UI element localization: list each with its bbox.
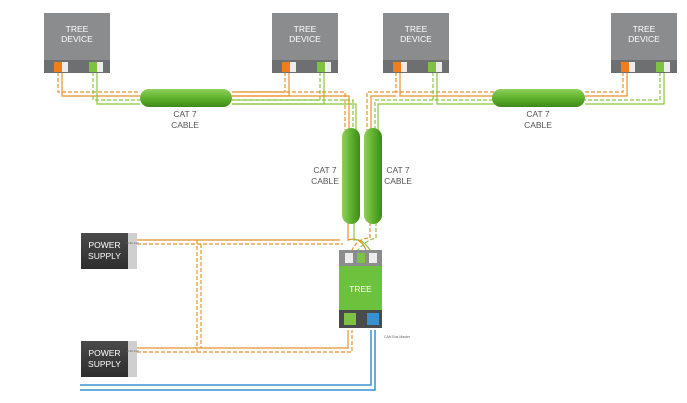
svg-text:GND 24V: GND 24V <box>126 241 139 245</box>
svg-text:TREE: TREE <box>405 24 428 34</box>
wire-d1-orange2 <box>61 72 140 97</box>
svg-text:TREE: TREE <box>294 24 317 34</box>
terminal-can <box>89 62 97 72</box>
tree-device-3: TREE DEVICE <box>383 13 449 73</box>
tree-device-1: TREE DEVICE <box>44 13 110 73</box>
wires <box>57 72 665 391</box>
wire-d1-green2 <box>96 72 140 105</box>
wire-can-blue-2 <box>80 330 376 391</box>
cable-left-line2: CABLE <box>171 120 199 130</box>
wire-ps2 <box>137 330 349 349</box>
cable-right-line1: CAT 7 <box>526 109 550 119</box>
cable-vleft-line1: CAT 7 <box>313 165 337 175</box>
svg-text:DEVICE: DEVICE <box>628 34 660 44</box>
svg-text:CAN Bus Master: CAN Bus Master <box>384 335 411 339</box>
tree-terminal-can <box>367 313 379 325</box>
wire-d2-green2 <box>232 72 325 105</box>
svg-text:DEVICE: DEVICE <box>400 34 432 44</box>
tree-label: TREE <box>349 284 372 294</box>
cable-left: CAT 7 CABLE <box>140 89 232 130</box>
svg-text:GND 24V: GND 24V <box>126 349 139 353</box>
ps-terminal <box>128 233 137 269</box>
cable-right: CAT 7 CABLE <box>492 89 585 130</box>
cable-vright-line2: CABLE <box>384 176 412 186</box>
device-label-line2: DEVICE <box>61 34 93 44</box>
cable-left-line1: CAT 7 <box>173 109 197 119</box>
tree-terminal-power <box>344 313 356 325</box>
svg-text:POWER: POWER <box>88 348 120 358</box>
cable-right-line2: CABLE <box>524 120 552 130</box>
cable-vright-line1: CAT 7 <box>386 165 410 175</box>
wire-d2-orange <box>232 72 286 93</box>
wire-d4-orange <box>585 72 624 93</box>
device-label-line1: TREE <box>66 24 89 34</box>
wire-can-blue-1 <box>80 330 372 386</box>
svg-text:SUPPLY: SUPPLY <box>88 251 121 261</box>
wire-left-to-vleft <box>232 91 346 130</box>
terminal-power <box>54 62 62 72</box>
cable-vleft-line2: CABLE <box>311 176 339 186</box>
ps-terminal <box>128 341 137 377</box>
power-supply-2: POWER SUPPLY GND 24V <box>81 341 139 377</box>
svg-text:POWER: POWER <box>88 240 120 250</box>
tree-device-4: TREE DEVICE <box>611 13 677 73</box>
wire-d3-orange <box>395 72 495 93</box>
svg-text:SUPPLY: SUPPLY <box>88 359 121 369</box>
wire-d1-green <box>92 72 140 101</box>
cable-vertical-right: CAT 7 CABLE <box>364 128 412 224</box>
cable-vertical-left: CAT 7 CABLE <box>311 128 360 224</box>
power-supply-1: POWER SUPPLY GND 24V <box>81 233 139 269</box>
svg-text:DEVICE: DEVICE <box>289 34 321 44</box>
tree-master: TREE CAN Bus Master <box>339 250 411 339</box>
tree-device-2: TREE DEVICE <box>272 13 338 73</box>
wire-d1-orange <box>57 72 140 93</box>
svg-text:TREE: TREE <box>633 24 656 34</box>
